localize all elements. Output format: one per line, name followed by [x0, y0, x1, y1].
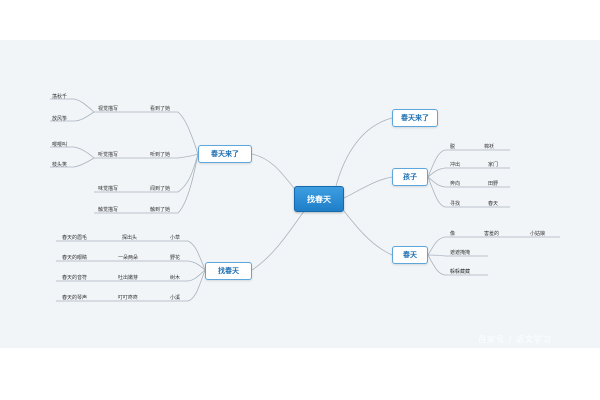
- leaf-hidden: 遮遮掩掩: [450, 250, 471, 256]
- leaf-oriole-sing: 嘤嘤叫: [52, 142, 68, 148]
- leaf-object-1: 小草: [170, 235, 181, 241]
- leaf-branch-smile: 枝头笑: [52, 162, 68, 168]
- branch-spring-came-left[interactable]: 春天来了: [198, 145, 252, 163]
- connector-central-top-right: [334, 117, 393, 191]
- leaf-metaphor-2: 春天的眼睛: [62, 255, 88, 261]
- leaf-kite: 放风筝: [52, 116, 68, 122]
- leaf-object-cotton-jacket: 棉袄: [484, 144, 495, 150]
- branch-find-spring[interactable]: 找春天: [205, 262, 252, 280]
- leaf-action-4: 叮叮咚咚: [118, 295, 139, 301]
- connector-central-bottom-right: [339, 205, 393, 256]
- branch-children[interactable]: 孩子: [392, 168, 428, 186]
- leaf-smell-description: 味觉描写: [98, 186, 119, 192]
- leaf-object-spring: 春天: [488, 201, 499, 207]
- leaf-heard-her: 听到了她: [150, 152, 171, 158]
- connector-central-bottom-left: [251, 209, 306, 271]
- watermark: 百家号 / 语文学习: [478, 335, 552, 344]
- leaf-action-3: 吐出嫩芽: [118, 275, 139, 281]
- leaf-little-girl: 小姑娘: [530, 231, 546, 237]
- leaf-verb-2: 冲出: [450, 162, 461, 168]
- leaf-metaphor-4: 春天的琴声: [62, 295, 88, 301]
- leaf-hiding: 躲躲藏藏: [450, 269, 471, 275]
- leaf-sight-description: 视觉描写: [98, 106, 119, 112]
- leaf-verb-1: 脱: [450, 144, 456, 150]
- leaf-smelled-her: 闻到了她: [150, 186, 171, 192]
- leaf-metaphor-3: 春天的音符: [62, 275, 88, 281]
- leaf-action-1: 探出头: [122, 235, 138, 241]
- central-topic[interactable]: 找春天: [294, 186, 344, 212]
- leaf-object-door: 家门: [488, 162, 499, 168]
- leaf-object-4: 小溪: [170, 295, 181, 301]
- branch-spring-came-right[interactable]: 春天来了: [392, 109, 438, 127]
- leaf-touched-her: 触到了她: [150, 207, 171, 213]
- leaf-like: 像: [450, 231, 456, 237]
- leaf-saw-her: 看到了她: [150, 106, 171, 112]
- leaf-touch-description: 触觉描写: [98, 207, 119, 213]
- leaf-hearing-description: 听觉描写: [98, 152, 119, 158]
- leaf-object-fields: 田野: [488, 181, 499, 187]
- leaf-action-2: 一朵两朵: [118, 255, 139, 261]
- leaf-verb-4: 寻找: [450, 201, 461, 207]
- leaf-object-3: 树木: [170, 275, 181, 281]
- leaf-shy: 害羞的: [484, 231, 500, 237]
- leaf-verb-3: 奔向: [450, 181, 461, 187]
- leaf-object-2: 野花: [170, 255, 181, 261]
- connector-central-top-left: [251, 153, 298, 193]
- leaf-swing: 荡秋千: [52, 94, 68, 100]
- branch-spring[interactable]: 春天: [392, 246, 428, 264]
- connector-central-mid-right: [343, 176, 393, 199]
- leaf-metaphor-1: 春天的眉毛: [62, 235, 88, 241]
